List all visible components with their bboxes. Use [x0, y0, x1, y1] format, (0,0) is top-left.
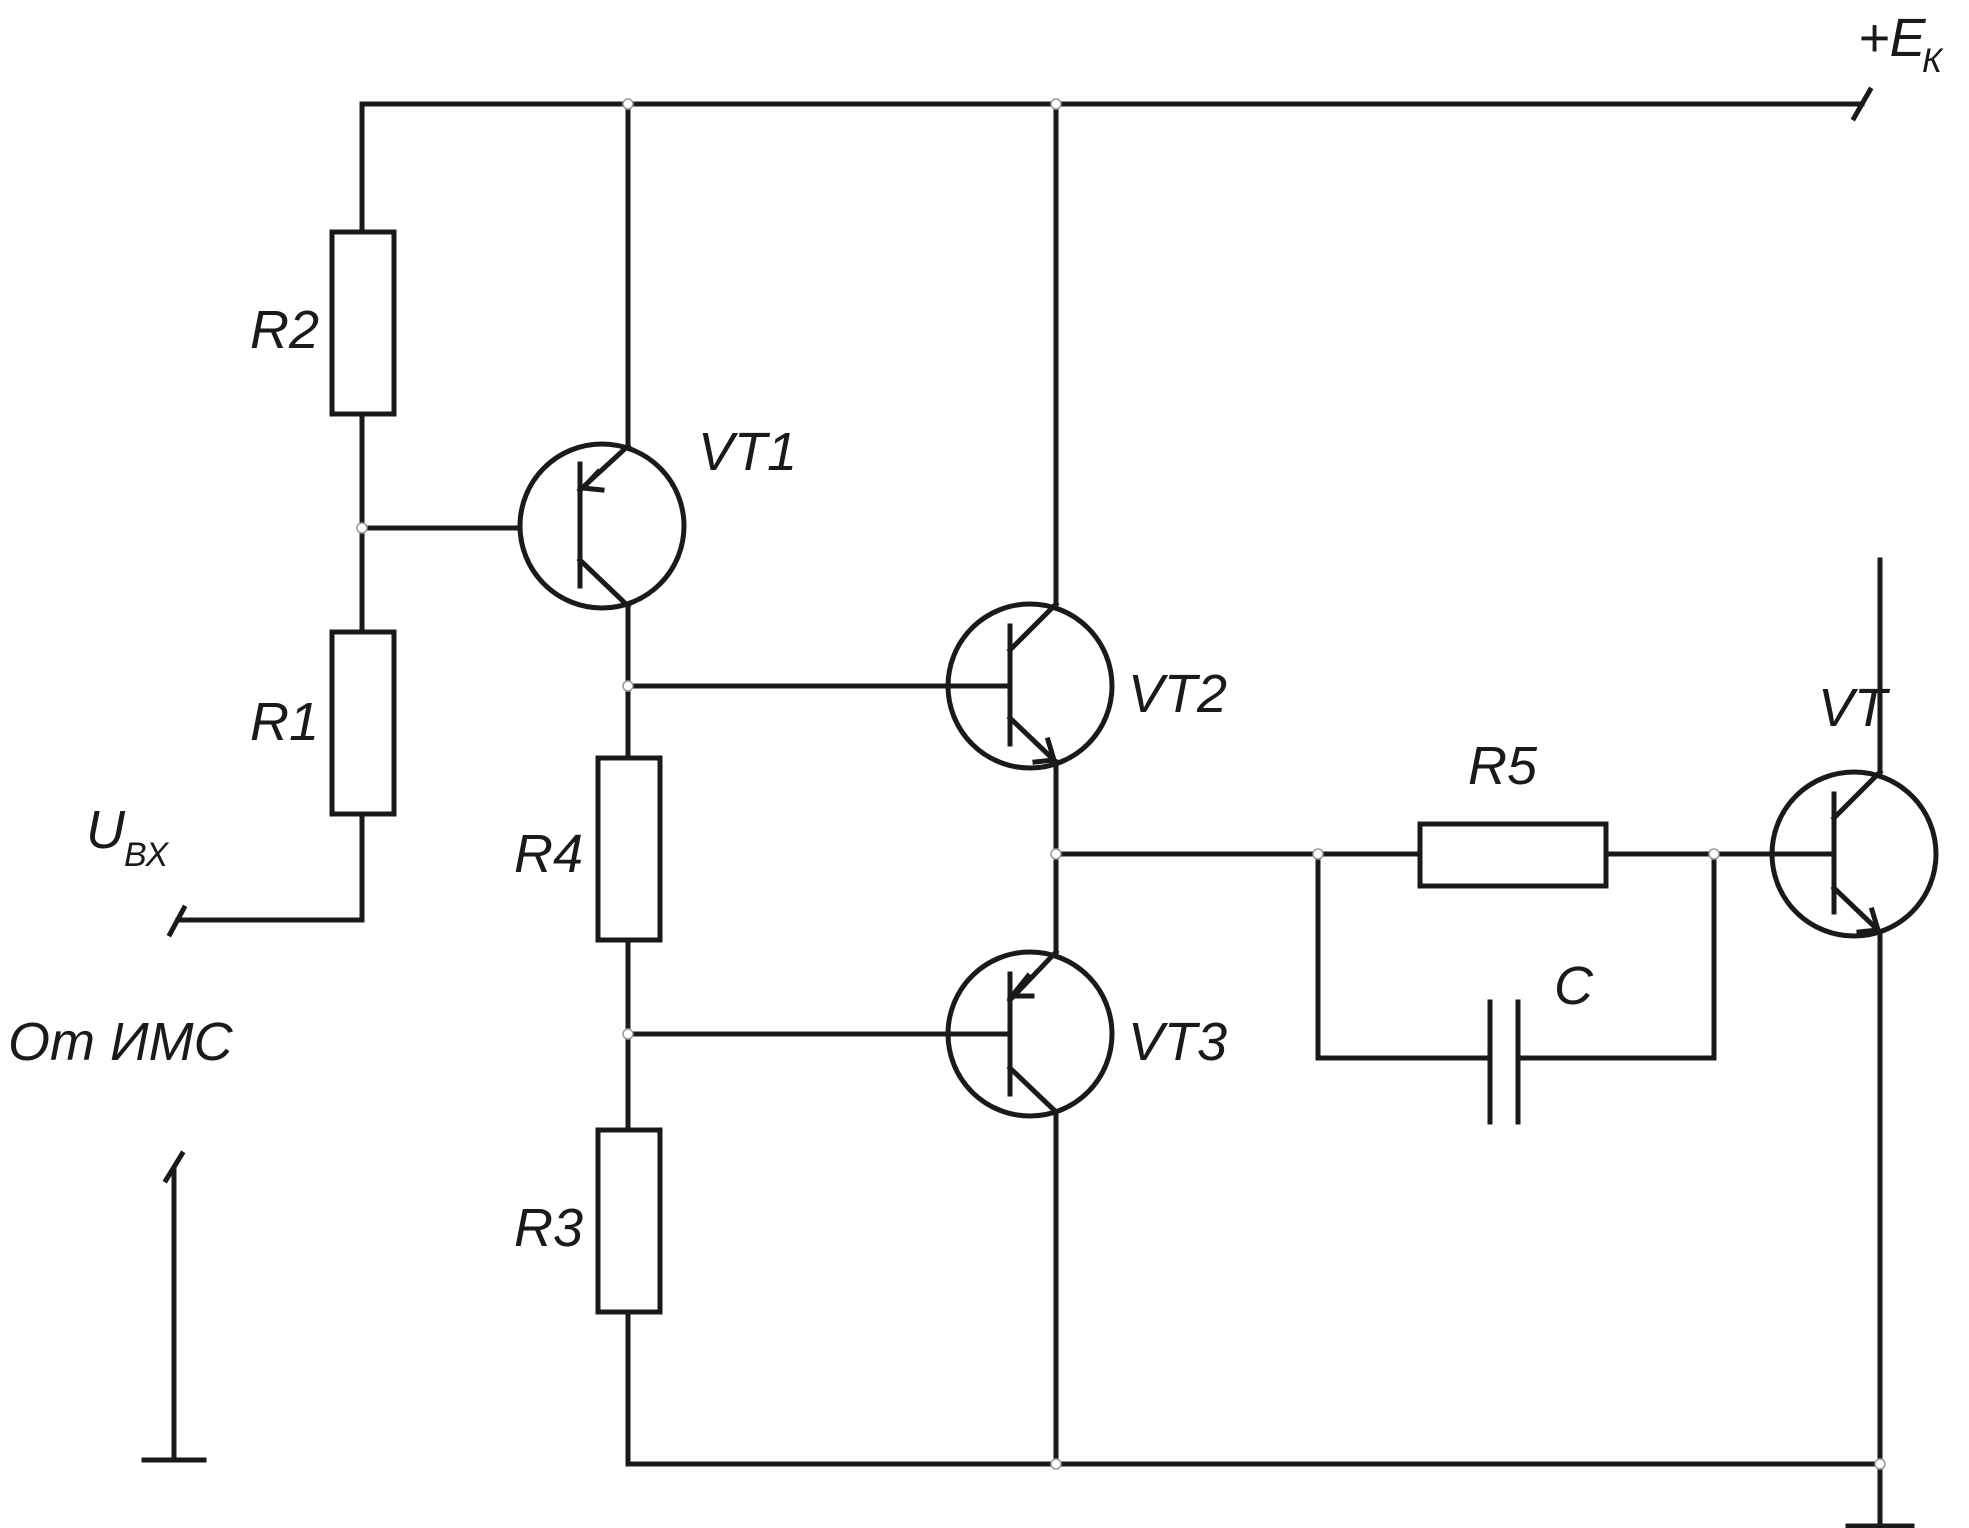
label-supply-subscript: К [1922, 42, 1944, 80]
label-r5: R5 [1468, 736, 1538, 796]
junction-dot [1050, 1458, 1062, 1470]
label-r2: R2 [250, 300, 319, 360]
label-source: От ИМС [8, 1012, 234, 1072]
vt-collector-lead [1830, 768, 1884, 822]
label-r3: R3 [514, 1198, 583, 1258]
resistor-r2 [329, 229, 397, 417]
transistor-vt3 [945, 949, 1115, 1119]
vt2-emitter-lead [1006, 714, 1060, 766]
label-input-subscript: ВХ [124, 836, 170, 874]
resistor-r5 [1417, 821, 1609, 889]
vt2-collector-lead [1006, 600, 1060, 654]
resistor-r4 [595, 755, 663, 943]
junction-dot [1874, 1458, 1886, 1470]
label-c: C [1554, 956, 1594, 1016]
transistor-vt [1769, 769, 1939, 939]
junction-dot [1708, 848, 1720, 860]
junction-dot [1312, 848, 1324, 860]
label-r4: R4 [514, 824, 583, 884]
transistor-vt1 [517, 441, 687, 611]
vt3-collector-lead [1006, 1064, 1060, 1116]
junction-dot [622, 98, 634, 110]
label-vt2: VT2 [1128, 664, 1227, 724]
junction-dot [622, 680, 634, 692]
label-vt1: VT1 [698, 422, 797, 482]
source-terminal-tick [162, 1150, 186, 1184]
supply-terminal-tick [1850, 86, 1874, 122]
junction-dot [356, 522, 368, 534]
junction-dot [622, 1028, 634, 1040]
resistor-r3 [595, 1127, 663, 1315]
resistor-r1 [329, 629, 397, 817]
label-input: U [86, 800, 126, 860]
junction-dot [1050, 848, 1062, 860]
vt3-arrow [1006, 972, 1035, 999]
label-r1: R1 [250, 692, 319, 752]
junction-dot [1050, 98, 1062, 110]
label-supply: +E [1858, 8, 1927, 68]
label-vt3: VT3 [1128, 1012, 1227, 1072]
vt-emitter-lead [1830, 884, 1884, 936]
input-terminal-tick [166, 904, 188, 938]
transistor-vt2 [945, 601, 1115, 771]
label-vt: VT [1818, 678, 1891, 738]
vt1-emitter-lead [576, 556, 632, 610]
vt1-arrow [577, 468, 605, 493]
